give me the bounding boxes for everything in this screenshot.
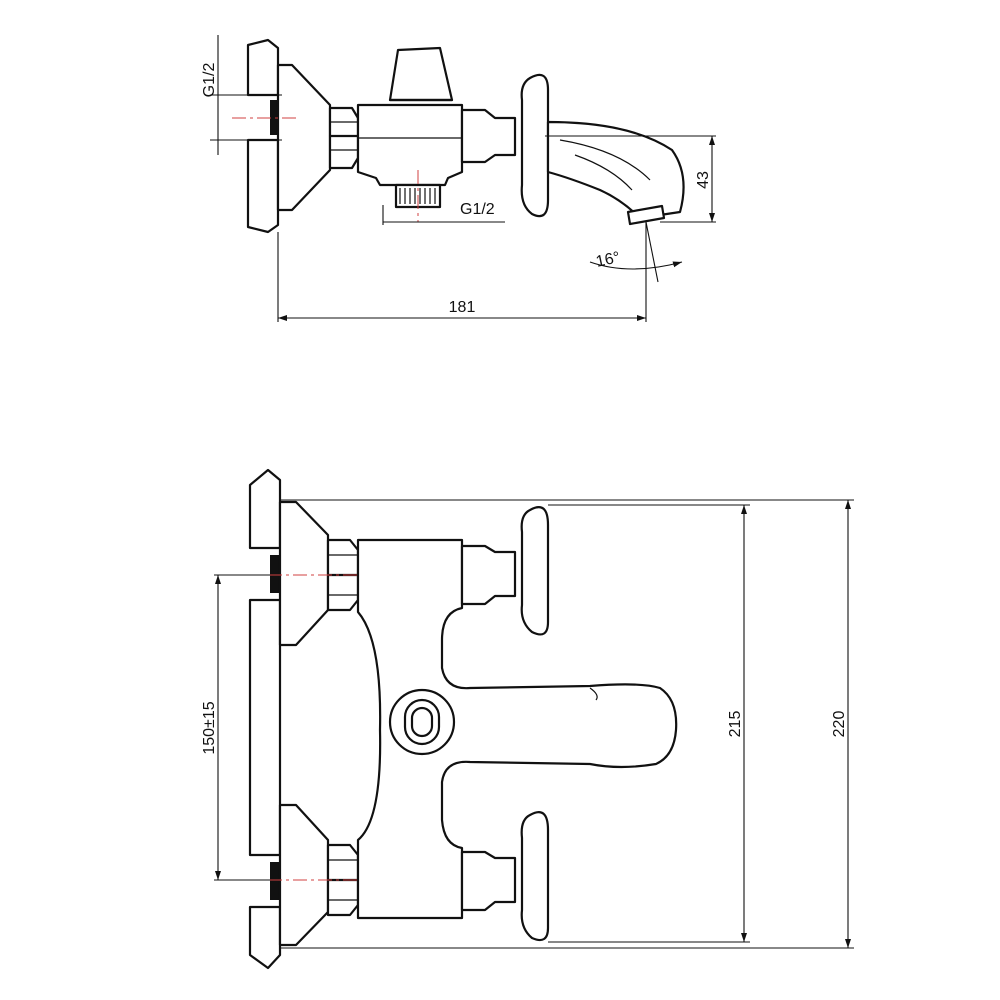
front-escutcheon-bottom [278, 803, 330, 947]
inlet-thread-dimension: G1/2 [201, 35, 282, 155]
side-escutcheon [276, 63, 332, 212]
front-diverter-knob [388, 688, 456, 756]
angle-label: 16° [594, 249, 621, 271]
length-label: 181 [449, 299, 476, 316]
side-handle [520, 73, 550, 218]
front-escutcheon-top [278, 500, 330, 647]
front-view: 150±15 215 220 [201, 468, 854, 970]
side-wall [246, 38, 280, 234]
front-wall [248, 468, 282, 970]
side-view: G1/2 G1/2 43 16° 181 [201, 35, 716, 322]
shower-outlet [394, 183, 442, 209]
aerator [626, 204, 666, 226]
spout-drop-label: 43 [695, 171, 712, 189]
height-inner-label: 215 [727, 711, 744, 738]
diverter-knob [388, 46, 454, 102]
angle-dimension: 16° [589, 221, 683, 322]
front-body [356, 538, 678, 920]
front-valve-stem-top [460, 544, 517, 606]
outlet-thread-label: G1/2 [460, 201, 495, 218]
front-valve-stem-bottom [460, 850, 517, 912]
side-nut [328, 106, 360, 170]
inlet-spacing-dimension: 150±15 [201, 574, 270, 881]
front-handle-bottom [520, 811, 550, 942]
height-outer-label: 220 [831, 711, 848, 738]
side-body [356, 103, 464, 187]
inlet-spacing-label: 150±15 [201, 701, 218, 754]
inlet-thread-label: G1/2 [201, 63, 218, 98]
spout-drop-dimension: 43 [545, 135, 716, 223]
height-outer-dimension: 220 [280, 499, 854, 949]
side-valve-stem [460, 108, 517, 164]
height-inner-dimension: 215 [548, 504, 750, 943]
outlet-thread-dimension: G1/2 [382, 201, 505, 225]
front-handle-top [520, 506, 550, 636]
side-spout [546, 120, 685, 220]
length-dimension: 181 [277, 232, 646, 322]
